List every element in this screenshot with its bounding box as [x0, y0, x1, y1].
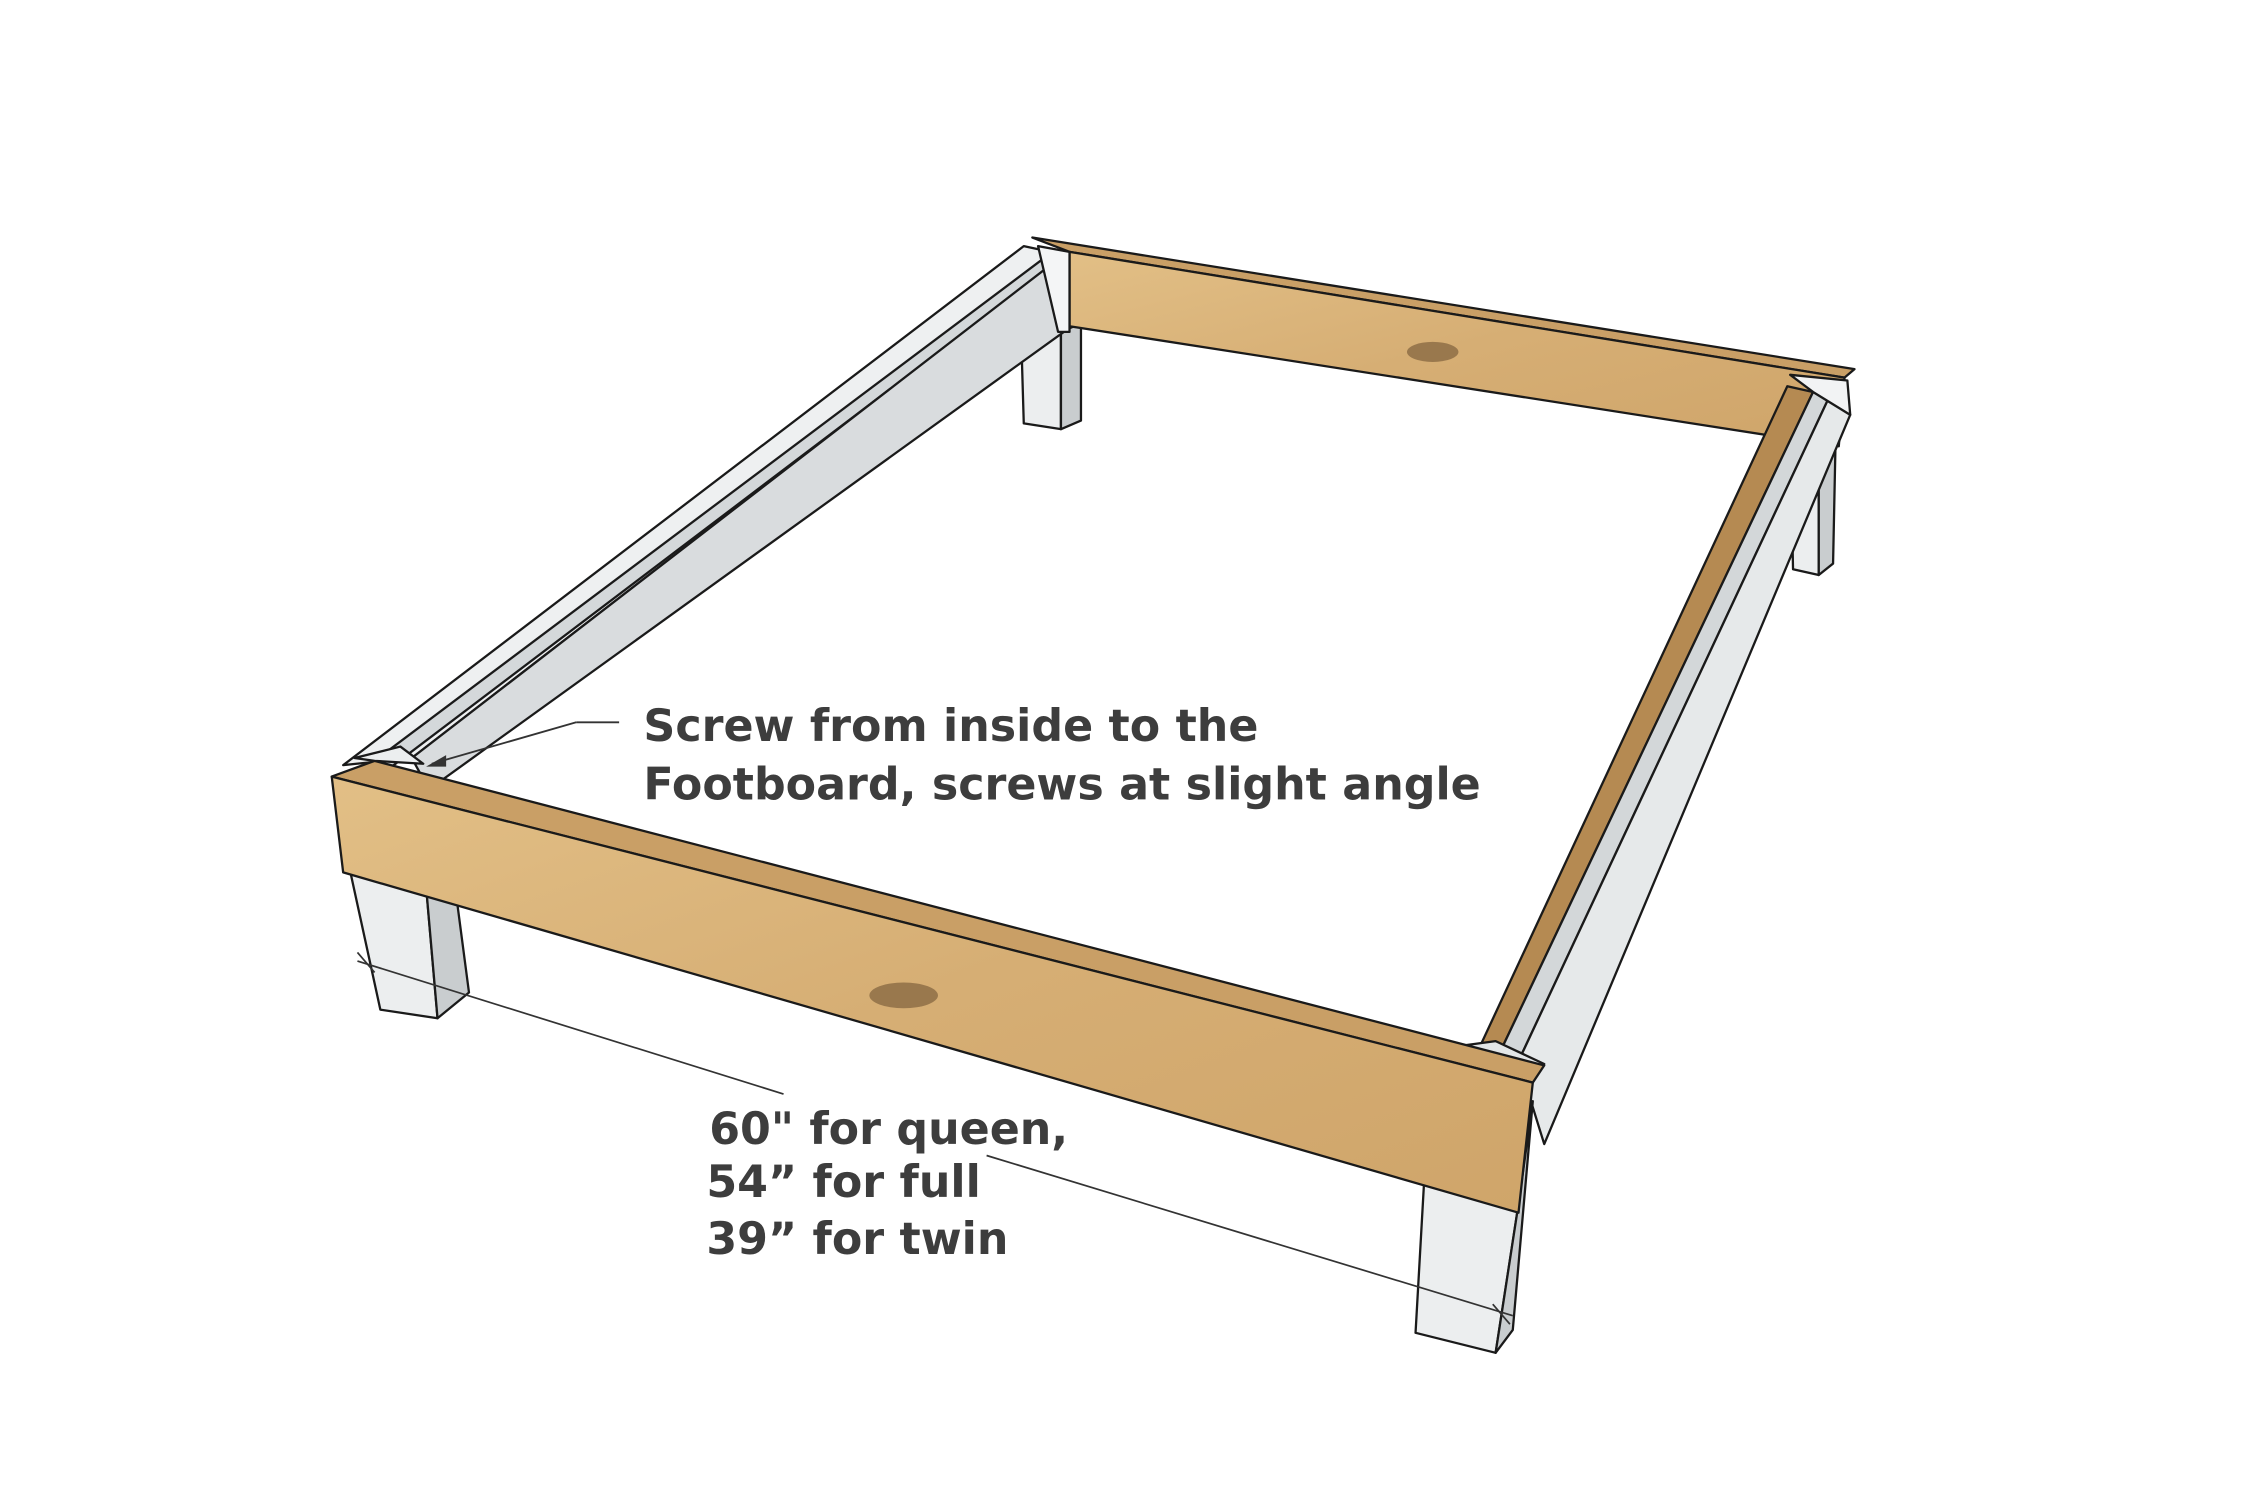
dimension-tick-icon — [356, 951, 376, 974]
left-side-rail — [342, 244, 1071, 791]
right-side-rail — [1477, 373, 1852, 1146]
wood-knot — [869, 982, 938, 1009]
wood-knot — [1406, 341, 1459, 362]
width-dimension-line — [356, 951, 1514, 1325]
width-note-line2: 54” for full — [706, 1157, 980, 1208]
footboard-rail — [330, 745, 1546, 1214]
screw-leader-line — [426, 721, 620, 767]
arrowhead-icon — [426, 755, 447, 767]
headboard-rail — [1031, 236, 1856, 448]
screw-note-line2: Footboard, screws at slight angle — [643, 759, 1480, 810]
width-note-line3: 39” for twin — [706, 1214, 1008, 1265]
screw-note-line1: Screw from inside to the — [643, 701, 1258, 752]
width-note-line1: 60" for queen, — [709, 1104, 1068, 1155]
dimension-tick-icon — [1492, 1303, 1511, 1325]
